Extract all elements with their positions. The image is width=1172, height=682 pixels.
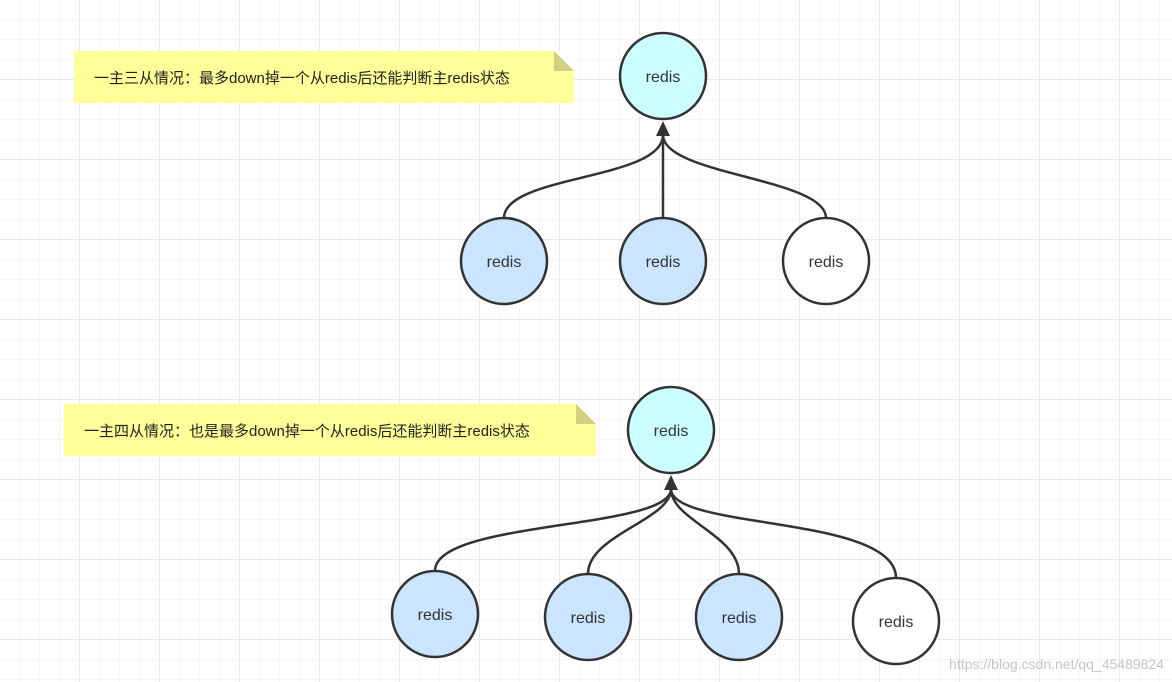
note-one-master-four-slaves: 一主四从情况：也是最多down掉一个从redis后还能判断主redis状态 [64,404,596,456]
edge-slave-2-to-master [586,488,673,575]
slave-node-4: redis [851,576,941,666]
edge-slave-3-to-master [669,488,741,575]
node-label: redis [879,614,914,631]
arrowhead-icon [656,121,670,136]
node-label: redis [722,610,757,627]
node-circle [618,216,708,306]
note-one-master-three-slaves: 一主三从情况：最多down掉一个从redis后还能判断主redis状态 [74,51,574,103]
node-circle [851,576,941,666]
note-text: 一主四从情况：也是最多down掉一个从redis后还能判断主redis状态 [84,422,530,440]
node-label: redis [571,610,606,627]
note-fold-corner [576,404,596,424]
node-circle [390,569,480,659]
node-label: redis [654,423,689,440]
node-label: redis [809,254,844,271]
slave-node-1: redis [459,216,549,306]
slave-node-3: redis [694,572,784,662]
node-circle [781,216,871,306]
master-node: redis [626,385,716,475]
node-label: redis [646,254,681,271]
node-label: redis [487,254,522,271]
master-node: redis [618,31,708,121]
slave-node-2: redis [543,572,633,662]
node-circle [543,572,633,662]
edge-slave-1-to-master [502,134,665,219]
edge-slave-4-to-master [669,488,898,579]
edge-slave-1-to-master [433,488,673,572]
node-circle [459,216,549,306]
slave-node-3: redis [781,216,871,306]
arrowhead-icon [664,475,678,490]
slave-node-1: redis [390,569,480,659]
node-circle [694,572,784,662]
watermark: https://blog.csdn.net/qq_45489824 [949,656,1164,672]
edge-slave-3-to-master [661,134,828,219]
node-circle [626,385,716,475]
note-text: 一主三从情况：最多down掉一个从redis后还能判断主redis状态 [94,69,510,87]
note-fold-corner [554,51,574,71]
slave-node-2: redis [618,216,708,306]
node-circle [618,31,708,121]
node-label: redis [418,607,453,624]
node-label: redis [646,69,681,86]
